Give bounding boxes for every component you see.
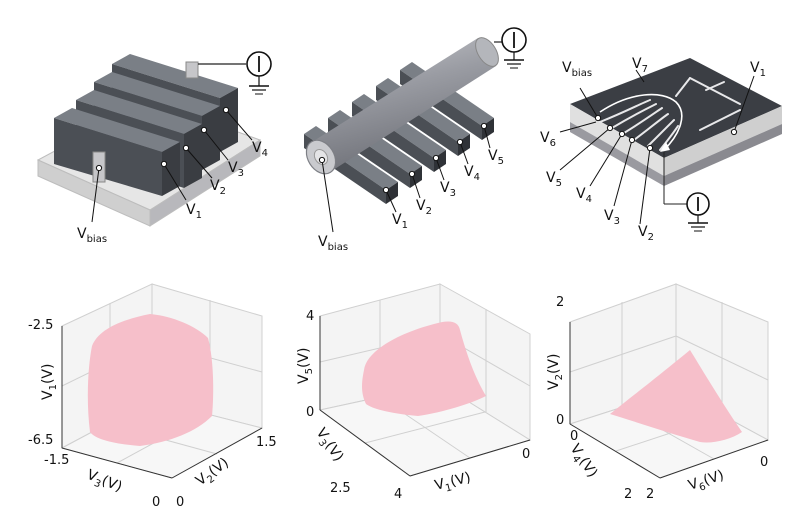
fin-drain-contact	[185, 61, 199, 79]
plot1-left-tick-a: -1.5	[44, 453, 69, 468]
chip-front-light	[570, 104, 664, 176]
fin-label-vbias: Vbias	[77, 226, 107, 245]
plot2-z-label: V5(V)	[296, 348, 315, 384]
fin-substrate-right	[149, 139, 261, 227]
plot2-right-tick-a: 0	[522, 447, 530, 462]
plot2-left-tick-b: 4	[394, 487, 402, 502]
fin-label-v4: V4	[252, 140, 268, 159]
nw-label-vbias: Vbias	[318, 234, 348, 253]
plot1-left-tick-b: 0	[152, 495, 160, 510]
nanowire-cylinder	[305, 37, 499, 175]
chip-right-dark	[664, 124, 782, 186]
feasible-region-1	[87, 314, 214, 446]
ground-meter-icon	[246, 51, 272, 95]
nw-label-v3: V3	[440, 180, 456, 199]
3d-plot-1: -2.5 -6.5 V1(V) -1.5 0 V3(V) 1.5 0 V2(V)	[28, 283, 277, 510]
3d-plot-2: 4 0 V5(V) 2.5 4 V3(V) 0 V1(V)	[296, 283, 532, 502]
fin-gate-device: V1 V2 V3 V4 Vbias	[36, 51, 272, 245]
planar-label-v2: V2	[638, 224, 654, 243]
nanowire-device: V1 V2 V3 V4 V5 Vbias	[304, 27, 527, 253]
fin-label-v1: V1	[186, 202, 202, 221]
fin-label-v2: V2	[210, 178, 226, 197]
ground-meter-icon	[686, 192, 710, 232]
chip-front-dark	[570, 122, 664, 186]
planar-label-v6: V6	[540, 130, 556, 149]
plot1-z-tick-bottom: -6.5	[28, 433, 53, 448]
channel-arrow	[599, 93, 683, 151]
plot2-right-label: V1(V)	[433, 470, 473, 497]
plot3-right-tick-b: 0	[760, 455, 768, 470]
nw-label-v1: V1	[392, 212, 408, 231]
plot3-left-label: V4(V)	[564, 441, 600, 482]
planar-label-v1: V1	[750, 60, 766, 79]
planar-label-v7: V7	[632, 56, 648, 75]
plot2-left-label: V3(V)	[310, 425, 346, 466]
feasible-region-2	[362, 321, 486, 416]
nw-label-v5: V5	[488, 148, 504, 167]
plot2-z-tick-bottom: 0	[306, 405, 314, 420]
planar-label-v4: V4	[576, 186, 592, 205]
plot3-z-tick-top: 2	[556, 295, 564, 310]
plot3-z-tick-bottom: 0	[556, 413, 564, 428]
plot2-z-tick-top: 4	[306, 309, 314, 324]
plot3-z-label: V2(V)	[546, 354, 565, 390]
plot3-right-tick-a: 2	[646, 487, 654, 502]
3d-plot-3: 2 0 V2(V) 0 2 V4(V) 2 0 V6(V)	[546, 283, 770, 502]
plot1-right-tick-a: 1.5	[256, 435, 277, 450]
planar-label-v3: V3	[604, 208, 620, 227]
plot1-z-label: V1(V)	[40, 364, 59, 400]
plot1-z-tick-top: -2.5	[28, 318, 53, 333]
planar-label-v5: V5	[546, 170, 562, 189]
chip-right-light	[664, 106, 782, 176]
fin-label-v3: V3	[228, 160, 244, 179]
plot1-right-tick-b: 0	[176, 495, 184, 510]
nw-label-v2: V2	[416, 198, 432, 217]
nw-label-v4: V4	[464, 164, 480, 183]
feasible-region-3	[610, 350, 742, 443]
plot3-left-tick-a: 0	[570, 429, 578, 444]
plot3-right-label: V6(V)	[686, 467, 727, 496]
planar-label-vbias: Vbias	[562, 60, 592, 79]
ground-meter-icon	[501, 27, 527, 69]
plot1-left-label: V3(V)	[83, 467, 124, 498]
planar-gate-device: Vbias V7 V1 V6 V5 V4 V3 V2	[540, 56, 782, 243]
plot3-left-tick-b: 2	[624, 487, 632, 502]
plot2-left-tick-a: 2.5	[330, 481, 351, 496]
